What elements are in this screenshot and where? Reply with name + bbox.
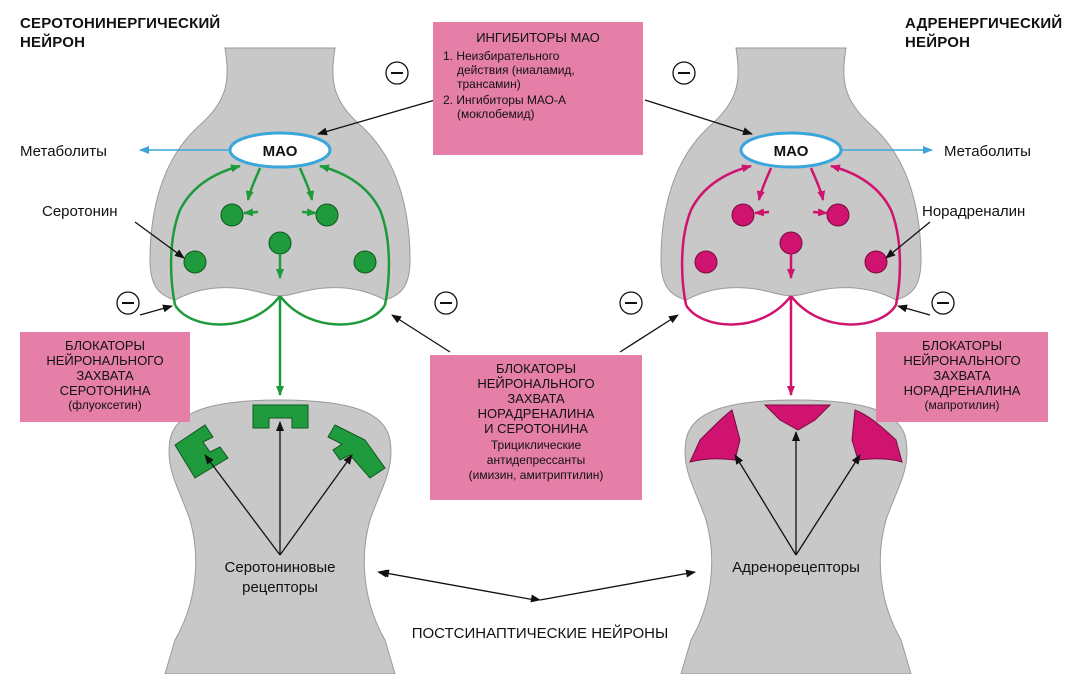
- dual-blockers-sub2: антидепрессанты: [434, 453, 638, 468]
- noradrenaline-label: Норадреналин: [922, 203, 1025, 220]
- mao-inhibitors-item1-line2: действия (ниаламид,: [443, 63, 633, 77]
- mao-inhibitors-item2-line1: 2. Ингибиторы МАО-А: [443, 93, 633, 107]
- dual-blockers-line4: НОРАДРЕНАЛИНА: [434, 406, 638, 421]
- title-adrenergic-line2: НЕЙРОН: [905, 33, 970, 51]
- serotonin-blockers-drug: (флуоксетин): [24, 398, 186, 413]
- mao-inhibitors-item1-line1: 1. Неизбирательного: [443, 49, 633, 63]
- noradrenaline-blockers-line4: НОРАДРЕНАЛИНА: [880, 383, 1044, 398]
- mao-label-left: МАО: [263, 143, 298, 160]
- dual-blockers-line5: И СЕРОТОНИНА: [434, 421, 638, 436]
- dual-reuptake-blockers-box: БЛОКАТОРЫ НЕЙРОНАЛЬНОГО ЗАХВАТА НОРАДРЕН…: [430, 355, 642, 500]
- postsynaptic-neurons-label: ПОСТСИНАПТИЧЕСКИЕ НЕЙРОНЫ: [412, 624, 669, 642]
- mao-inhibitors-item2-line2: (моклобемид): [443, 107, 633, 121]
- serotonin-receptors-label-line1: Серотониновые: [225, 559, 336, 576]
- serotonin-reuptake-blockers-box: БЛОКАТОРЫ НЕЙРОНАЛЬНОГО ЗАХВАТА СЕРОТОНИ…: [20, 332, 190, 422]
- mao-inhibitors-box: ИНГИБИТОРЫ МАО 1. Неизбирательного дейст…: [433, 22, 643, 155]
- noradrenaline-blockers-line3: ЗАХВАТА: [880, 368, 1044, 383]
- mao-inhibitors-item1-line3: трансамин): [443, 77, 633, 91]
- serotonin-blockers-line4: СЕРОТОНИНА: [24, 383, 186, 398]
- serotonin-blockers-line2: НЕЙРОНАЛЬНОГО: [24, 353, 186, 368]
- serotonin-receptors-label-line2: рецепторы: [242, 579, 318, 596]
- serotonin-label: Серотонин: [42, 203, 118, 220]
- adrenoreceptors-label: Адренорецепторы: [732, 559, 860, 576]
- title-serotonergic-line2: НЕЙРОН: [20, 33, 85, 51]
- metabolites-label-left: Метаболиты: [20, 143, 107, 160]
- dual-blockers-sub1: Трициклические: [434, 438, 638, 453]
- noradrenaline-blockers-line2: НЕЙРОНАЛЬНОГО: [880, 353, 1044, 368]
- serotonin-blockers-line1: БЛОКАТОРЫ: [24, 338, 186, 353]
- dual-blockers-line3: ЗАХВАТА: [434, 391, 638, 406]
- noradrenaline-blockers-line1: БЛОКАТОРЫ: [880, 338, 1044, 353]
- serotonin-blockers-line3: ЗАХВАТА: [24, 368, 186, 383]
- noradrenaline-blockers-drug: (мапротилин): [880, 398, 1044, 413]
- noradrenaline-reuptake-blockers-box: БЛОКАТОРЫ НЕЙРОНАЛЬНОГО ЗАХВАТА НОРАДРЕН…: [876, 332, 1048, 422]
- mao-inhibitors-title: ИНГИБИТОРЫ МАО: [443, 30, 633, 45]
- dual-blockers-line2: НЕЙРОНАЛЬНОГО: [434, 376, 638, 391]
- title-adrenergic-line1: АДРЕНЕРГИЧЕСКИЙ: [905, 14, 1062, 32]
- title-serotonergic-line1: СЕРОТОНИНЕРГИЧЕСКИЙ: [20, 14, 220, 32]
- dual-blockers-sub3: (имизин, амитриптилин): [434, 468, 638, 483]
- mao-label-right: МАО: [774, 143, 809, 160]
- metabolites-label-right: Метаболиты: [944, 143, 1031, 160]
- dual-blockers-line1: БЛОКАТОРЫ: [434, 361, 638, 376]
